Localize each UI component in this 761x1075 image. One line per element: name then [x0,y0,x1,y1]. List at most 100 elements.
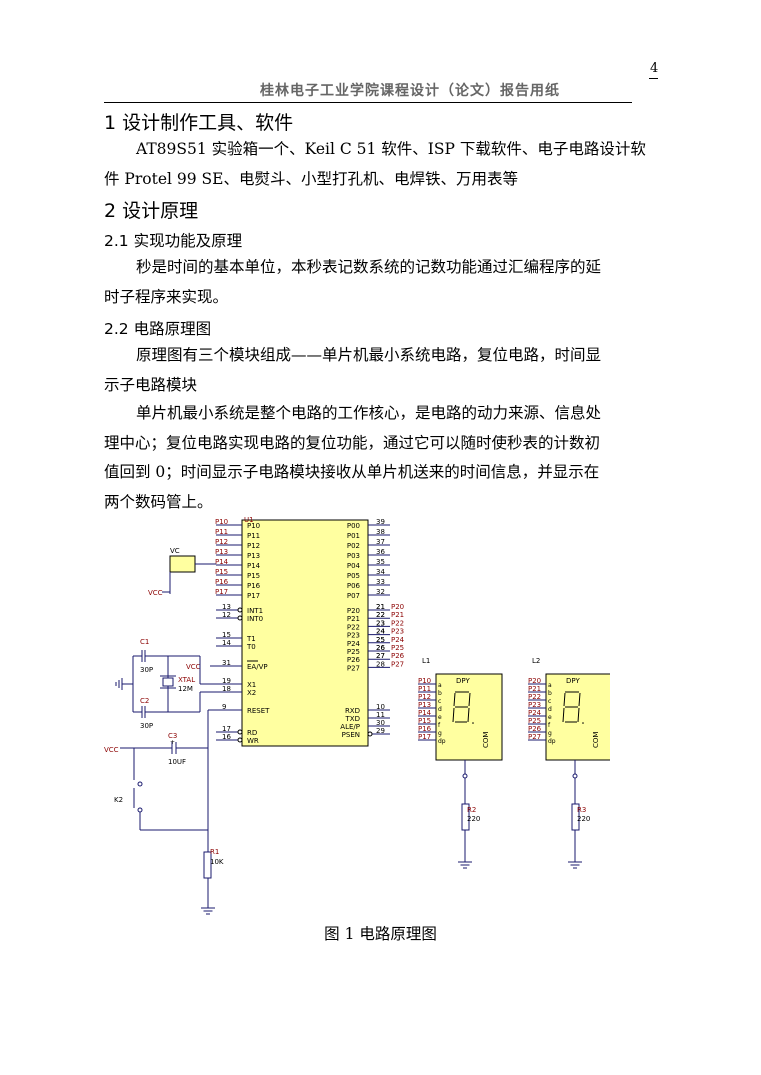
pin-name: P23 [347,632,360,640]
pin-number: 31 [222,659,231,667]
port-label: P20 [391,603,404,611]
pin-number: 25 [376,636,385,644]
invert-bubble [237,615,243,621]
section-2-2-paragraph-2: 单片机最小系统是整个电路的工作核心，是电路的动力来源、信息处 理中心；复位电路实… [104,399,656,517]
pin-name: WR [247,737,259,745]
pin-name: P12 [247,542,260,550]
segment-b [578,692,581,707]
port-label: P24 [528,709,542,717]
port-label: P25 [528,717,541,725]
port-label: P21 [528,685,541,693]
segment-e [452,707,455,723]
pin-name: T0 [246,643,256,651]
segment-letter: f [548,722,551,729]
port-label: P16 [215,578,229,586]
pin-name: TXD [345,715,360,723]
switch-contact [137,781,143,787]
vc-label: VC [170,547,180,555]
section-2-2-heading: 2.2 电路原理图 [104,320,212,338]
pin-name: P15 [247,572,260,580]
segment-letter: dp [548,738,556,745]
pin-name: P11 [247,532,260,540]
section-2-2-paragraph-1: 原理图有三个模块组成——单片机最小系统电路，复位电路，时间显 示子电路模块 [104,341,656,400]
segment-letter: c [548,698,551,705]
pin-name: P02 [347,542,360,550]
invert-bubble [237,729,243,735]
text-line: AT89S51 实验箱一个、Keil C 51 软件、ISP 下载软件、电子电路… [136,140,646,158]
section-1-heading: 1 设计制作工具、软件 [104,112,294,134]
port-label: P22 [528,693,541,701]
pin-name: P17 [247,592,260,600]
header-title: 桂林电子工业学院课程设计（论文）报告用纸 [260,83,560,99]
pin-number: 30 [376,719,385,727]
port-label: P22 [391,619,404,627]
pin-name: INT1 [247,607,263,615]
pin-number: 37 [376,538,385,546]
crystal-value: 12M [178,685,193,693]
text-line: 秒是时间的基本单位，本秒表记数系统的记数功能通过汇编程序的延 [136,258,602,276]
port-label: P12 [215,538,228,546]
port-label: P15 [418,717,431,725]
segment-dp [472,722,474,724]
page-number-underline [649,78,658,79]
pin-name: RESET [247,707,270,715]
text-line: 两个数码管上。 [104,492,213,511]
pin-number: 15 [222,631,231,639]
pin-name: P07 [347,592,360,600]
pin-name: EA/VP [247,663,268,671]
segment-c [467,707,470,723]
pin-number: 12 [222,611,231,619]
port-label: P17 [215,588,228,596]
section-1-paragraph: AT89S51 实验箱一个、Keil C 51 软件、ISP 下载软件、电子电路… [104,135,656,194]
segment-letter: d [548,706,552,713]
pin-name: P13 [247,552,260,560]
pin-number: 38 [376,528,385,536]
pin-number: 26 [376,644,385,652]
port-label: P12 [418,693,431,701]
segment-e [562,707,565,723]
pin-number: 39 [376,518,385,526]
pin-name: ALE/P [340,723,360,731]
section-2-1-heading: 2.1 实现功能及原理 [104,232,243,250]
connector [462,773,468,779]
segment-letter: f [438,722,441,729]
port-label: P21 [391,611,404,619]
vcc-label: VCC [186,663,201,671]
pin-name: P00 [347,522,360,530]
segment-letter: e [548,714,552,721]
pin-number: 19 [222,677,231,685]
display-title: DPY [456,677,470,685]
capacitor-ref: C2 [140,697,149,705]
resistor-value: 220 [577,815,590,823]
port-label: P23 [528,701,541,709]
pin-number: 10 [376,703,385,711]
text-line: 单片机最小系统是整个电路的工作核心，是电路的动力来源、信息处 [136,404,602,422]
pin-number: 36 [376,548,385,556]
pin-name: P26 [347,656,361,664]
header-rule [104,102,632,103]
pin-name: P21 [347,615,360,623]
port-label: P11 [418,685,431,693]
segment-letter: e [438,714,442,721]
display-l1 [435,673,503,761]
invert-bubble [237,607,243,613]
pin-number: 34 [376,568,385,576]
pin-number: 23 [376,619,385,627]
invert-bubble [237,737,243,743]
com-label: COM [592,732,600,748]
pin-number: 26 [376,644,385,652]
vc-component [169,555,196,573]
port-label: P23 [391,628,404,636]
pin-number: 16 [222,733,231,741]
port-label: P26 [391,652,405,660]
text-line: 示子电路模块 [104,375,198,394]
pin-name: P22 [347,623,360,631]
port-label: P10 [215,518,228,526]
port-label: P15 [215,568,228,576]
pin-name: P14 [247,562,261,570]
segment-f [453,692,456,707]
capacitor-value: 30P [140,666,153,674]
pin-number: 14 [222,639,231,647]
segment-letter: dp [438,738,446,745]
